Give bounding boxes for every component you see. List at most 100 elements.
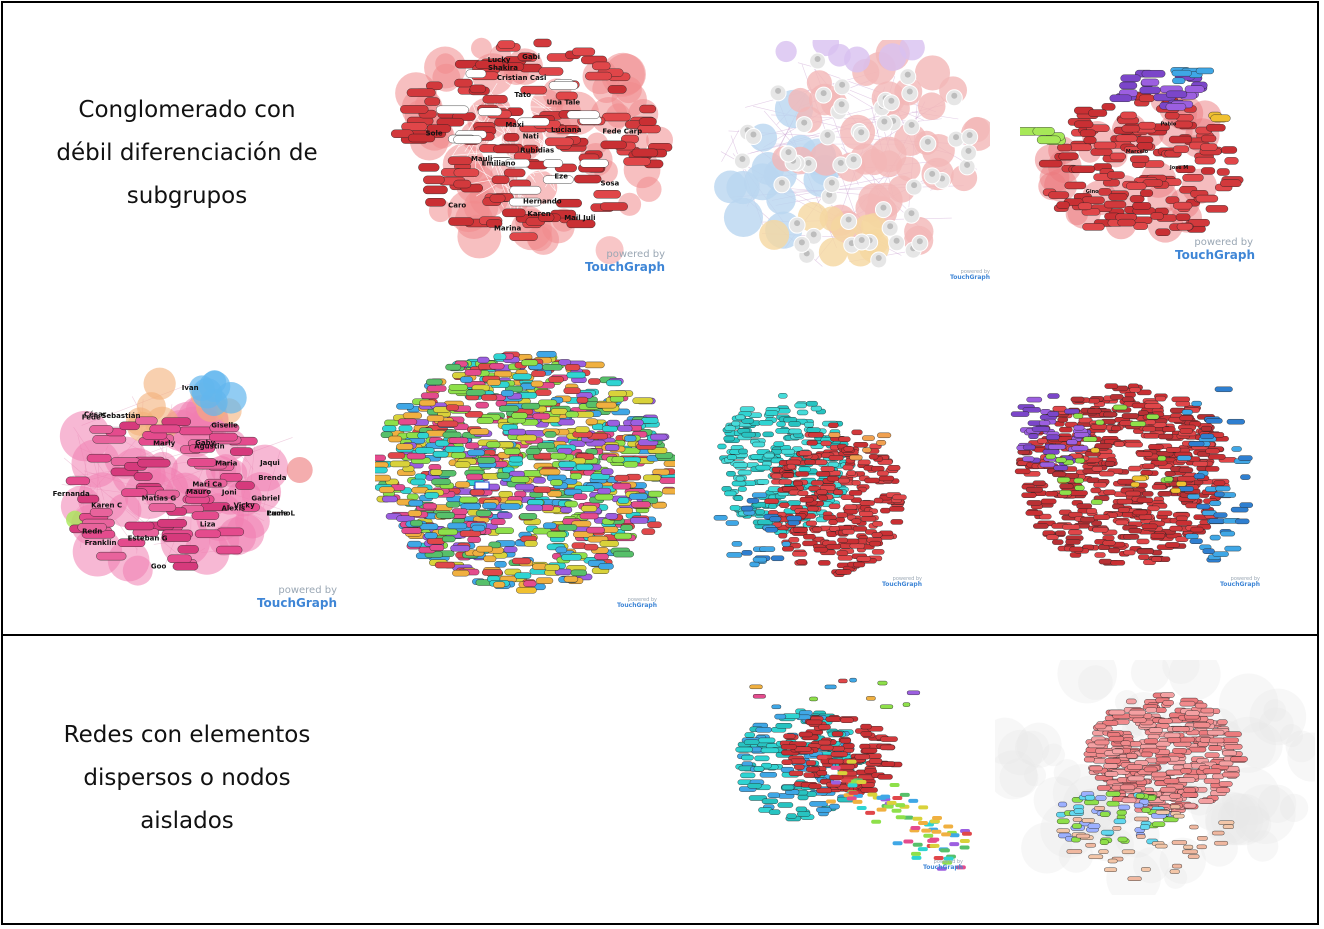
graph-node: [725, 520, 739, 526]
graph-node: [889, 783, 900, 788]
node-halo: [788, 87, 813, 113]
graph-node: [1162, 700, 1174, 706]
graph-node: [1059, 483, 1074, 489]
graph-node: [482, 569, 503, 576]
avatar-icon: [828, 179, 835, 186]
graph-node: [620, 524, 633, 531]
graph-node: [809, 801, 828, 807]
avatar-icon: [858, 236, 865, 243]
graph-node: [1172, 145, 1190, 153]
graph-node: [525, 504, 543, 512]
graph-node: [426, 124, 452, 133]
graph-node: [1140, 78, 1160, 87]
graph-node: [614, 532, 632, 540]
graph-node: [444, 446, 465, 453]
node-label: Giselle: [211, 421, 238, 429]
graph-node: [1094, 443, 1113, 449]
graph-node: [1088, 854, 1104, 859]
graph-node: [843, 446, 854, 452]
graph-node: [890, 519, 904, 525]
graph-node: [1200, 143, 1218, 151]
graph-node: [933, 855, 944, 860]
graph-node: [496, 512, 513, 519]
avatar-icon: [801, 119, 808, 126]
graph-node: [761, 762, 772, 769]
graph-node: [840, 494, 855, 500]
graph-node: [864, 477, 880, 484]
node-label: Pablo: [1161, 122, 1177, 128]
graph-node: [1107, 171, 1125, 179]
graph-node: [782, 472, 795, 479]
graph-node: [469, 84, 487, 94]
touchgraph-logo: powered by TouchGraph: [870, 576, 922, 589]
graph-node: [1179, 700, 1196, 707]
graph-node: [455, 481, 471, 488]
graph-node: [1096, 785, 1111, 791]
graph-node: [467, 536, 481, 543]
graph-node: [1172, 726, 1190, 732]
graph-node: [853, 442, 869, 448]
powered-by-text: powered by: [627, 597, 657, 603]
graph-node: [448, 437, 469, 444]
graph-node: [585, 418, 598, 425]
graph-node: [491, 175, 510, 184]
graph-node: [786, 463, 796, 470]
graph-node: [865, 810, 876, 815]
graph-node: [1048, 191, 1070, 199]
graph-node: [1109, 94, 1132, 102]
node-label: Matias G: [142, 495, 177, 503]
graph-node: [1181, 792, 1199, 798]
graph-node: [519, 513, 538, 520]
graph-node: [185, 488, 210, 498]
graph-node: [858, 511, 874, 517]
graph-node: [535, 577, 554, 584]
graph-node: [520, 85, 547, 95]
graph-node: [557, 418, 575, 426]
graph-node: [1095, 419, 1105, 426]
node-label: Emiliano: [482, 159, 516, 167]
graph-node: [860, 723, 872, 730]
node-halo: [997, 729, 1044, 776]
graph-node: [788, 421, 801, 427]
graph-node: [1037, 438, 1048, 444]
graph-node: [886, 800, 897, 805]
graph-node: [1126, 698, 1137, 705]
graph-node: [726, 552, 743, 558]
graph-node: [502, 208, 526, 218]
graph-node: [762, 431, 774, 438]
graph-node: [1127, 775, 1145, 782]
graph-node: [806, 400, 818, 407]
graph-node: [1098, 849, 1109, 854]
graph-node: [820, 440, 832, 447]
graph-node: [96, 551, 127, 561]
graph-node: [846, 796, 857, 801]
graph-node: [759, 546, 776, 552]
avatar-icon: [875, 254, 882, 261]
graph-node: [788, 428, 802, 435]
graph-node: [856, 779, 867, 784]
graph-node: [1104, 461, 1116, 467]
graph-node: [1091, 466, 1103, 472]
powered-by-text: powered by: [278, 585, 337, 596]
row2-label: Redes con elementos dispersos o nodos ai…: [63, 722, 311, 834]
graph-node: [454, 78, 473, 88]
avatar-icon: [893, 237, 900, 244]
graph-node: [401, 122, 428, 131]
graph-node: [401, 527, 422, 534]
graph-node: [866, 696, 876, 701]
graph-node: [437, 528, 458, 536]
graph-node: [751, 492, 768, 498]
graph-node: [591, 61, 611, 71]
avatar-icon: [805, 159, 812, 166]
node-label: Pame L: [266, 510, 295, 518]
graph-node: [498, 405, 520, 412]
graph-node: [1214, 841, 1229, 846]
graph-node: [1183, 844, 1194, 850]
node-halo: [896, 156, 921, 181]
graph-node: [767, 792, 781, 798]
graph-node: [1184, 85, 1205, 93]
graph-node: [516, 434, 537, 442]
graph-node: [805, 760, 817, 766]
graph-node: [612, 482, 632, 490]
